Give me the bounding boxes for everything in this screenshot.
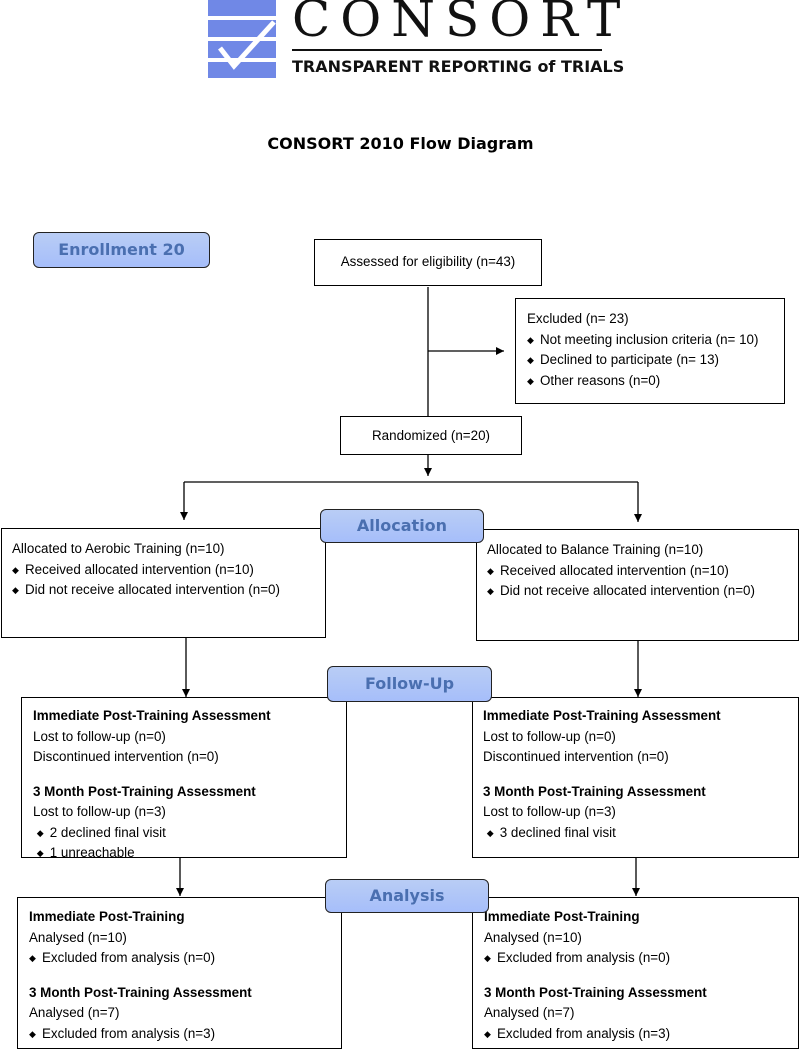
followup-right-imm-disc: Discontinued intervention (n=0) — [483, 749, 669, 764]
followup-right-box: Immediate Post-Training Assessment Lost … — [472, 697, 799, 858]
followup-right-imm-lost: Lost to follow-up (n=0) — [483, 728, 616, 744]
analysis-left-box: Immediate Post-Training Analysed (n=10) … — [17, 897, 342, 1049]
randomized-text: Randomized (n=20) — [372, 428, 490, 443]
consort-logo-mark — [208, 0, 276, 78]
list-item: ◆Other reasons (n=0) — [527, 371, 784, 392]
followup-left-m3-lost: Lost to follow-up (n=3) — [33, 804, 166, 819]
diamond-bullet-icon: ◆ — [527, 355, 534, 365]
list-item: ◆Declined to participate (n= 13) — [527, 350, 784, 371]
list-item: ◆Received allocated intervention (n=10) — [487, 561, 798, 582]
list-item: ◆Not meeting inclusion criteria (n= 10) — [527, 330, 784, 351]
analysis-left-m3-analysed: Analysed (n=7) — [29, 1005, 120, 1020]
analysis-right-box: Immediate Post-Training Analysed (n=10) … — [472, 897, 799, 1049]
analysis-right-m3-title: 3 Month Post-Training Assessment — [484, 984, 707, 1000]
list-item: ◆Excluded from analysis (n=0) — [484, 948, 798, 969]
logo-rule — [292, 49, 602, 51]
diamond-bullet-icon: ◆ — [487, 565, 494, 576]
diamond-bullet-icon: ◆ — [12, 564, 19, 575]
list-item: ◆2 declined final visit — [33, 823, 346, 844]
stage-analysis: Analysis — [325, 879, 489, 913]
assessed-box: Assessed for eligibility (n=43) — [314, 239, 542, 286]
followup-left-imm-lost: Lost to follow-up (n=0) — [33, 728, 166, 744]
analysis-right-imm-analysed: Analysed (n=10) — [484, 929, 582, 945]
list-item: ◆Excluded from analysis (n=0) — [29, 948, 341, 969]
followup-left-m3-title: 3 Month Post-Training Assessment — [33, 783, 256, 799]
diamond-bullet-icon: ◆ — [29, 953, 36, 963]
list-item: ◆1 unreachable — [33, 843, 346, 864]
diamond-bullet-icon: ◆ — [484, 1028, 491, 1039]
checkmark-logo-icon — [208, 0, 276, 78]
followup-left-imm-title: Immediate Post-Training Assessment — [33, 708, 271, 723]
analysis-right-m3-analysed: Analysed (n=7) — [484, 1005, 575, 1020]
stage-allocation: Allocation — [320, 509, 484, 543]
diamond-bullet-icon: ◆ — [484, 953, 491, 963]
stage-followup: Follow-Up — [327, 666, 492, 702]
allocation-left-header: Allocated to Aerobic Training (n=10) — [12, 541, 225, 556]
followup-left-imm-disc: Discontinued intervention (n=0) — [33, 749, 219, 764]
diamond-bullet-icon: ◆ — [36, 848, 44, 858]
page-title: CONSORT 2010 Flow Diagram — [267, 134, 534, 153]
allocation-right-box: Allocated to Balance Training (n=10) ◆Re… — [476, 529, 799, 641]
analysis-left-imm-analysed: Analysed (n=10) — [29, 929, 127, 945]
analysis-left-imm-title: Immediate Post-Training — [29, 909, 185, 924]
diamond-bullet-icon: ◆ — [29, 1028, 36, 1039]
excluded-box: Excluded (n= 23) ◆Not meeting inclusion … — [515, 298, 785, 404]
logo-wordmark: CONSORT — [292, 0, 631, 48]
list-item: ◆3 declined final visit — [483, 823, 798, 844]
analysis-left-m3-title: 3 Month Post-Training Assessment — [29, 984, 252, 1000]
list-item: ◆Excluded from analysis (n=3) — [29, 1024, 341, 1045]
allocation-left-box: Allocated to Aerobic Training (n=10) ◆Re… — [1, 528, 326, 638]
followup-right-imm-title: Immediate Post-Training Assessment — [483, 708, 721, 723]
list-item: ◆Received allocated intervention (n=10) — [12, 560, 325, 581]
diamond-bullet-icon: ◆ — [487, 586, 494, 596]
diamond-bullet-icon: ◆ — [527, 375, 534, 386]
randomized-box: Randomized (n=20) — [340, 416, 522, 455]
excluded-header: Excluded (n= 23) — [527, 311, 629, 326]
diamond-bullet-icon: ◆ — [36, 827, 44, 838]
stage-enrollment: Enrollment 20 — [33, 232, 210, 268]
allocation-right-header: Allocated to Balance Training (n=10) — [487, 542, 704, 557]
diamond-bullet-icon: ◆ — [12, 585, 19, 595]
followup-right-m3-title: 3 Month Post-Training Assessment — [483, 783, 706, 799]
list-item: ◆Excluded from analysis (n=3) — [484, 1024, 798, 1045]
assessed-text: Assessed for eligibility (n=43) — [340, 254, 516, 269]
diamond-bullet-icon: ◆ — [486, 827, 494, 838]
followup-right-m3-lost: Lost to follow-up (n=3) — [483, 804, 616, 819]
list-item: ◆Did not receive allocated intervention … — [12, 580, 325, 601]
analysis-right-imm-title: Immediate Post-Training — [484, 909, 640, 924]
diamond-bullet-icon: ◆ — [527, 334, 534, 345]
list-item: ◆Did not receive allocated intervention … — [487, 581, 798, 602]
followup-left-box: Immediate Post-Training Assessment Lost … — [21, 697, 347, 860]
logo-tagline: TRANSPARENT REPORTING of TRIALS — [292, 57, 625, 76]
